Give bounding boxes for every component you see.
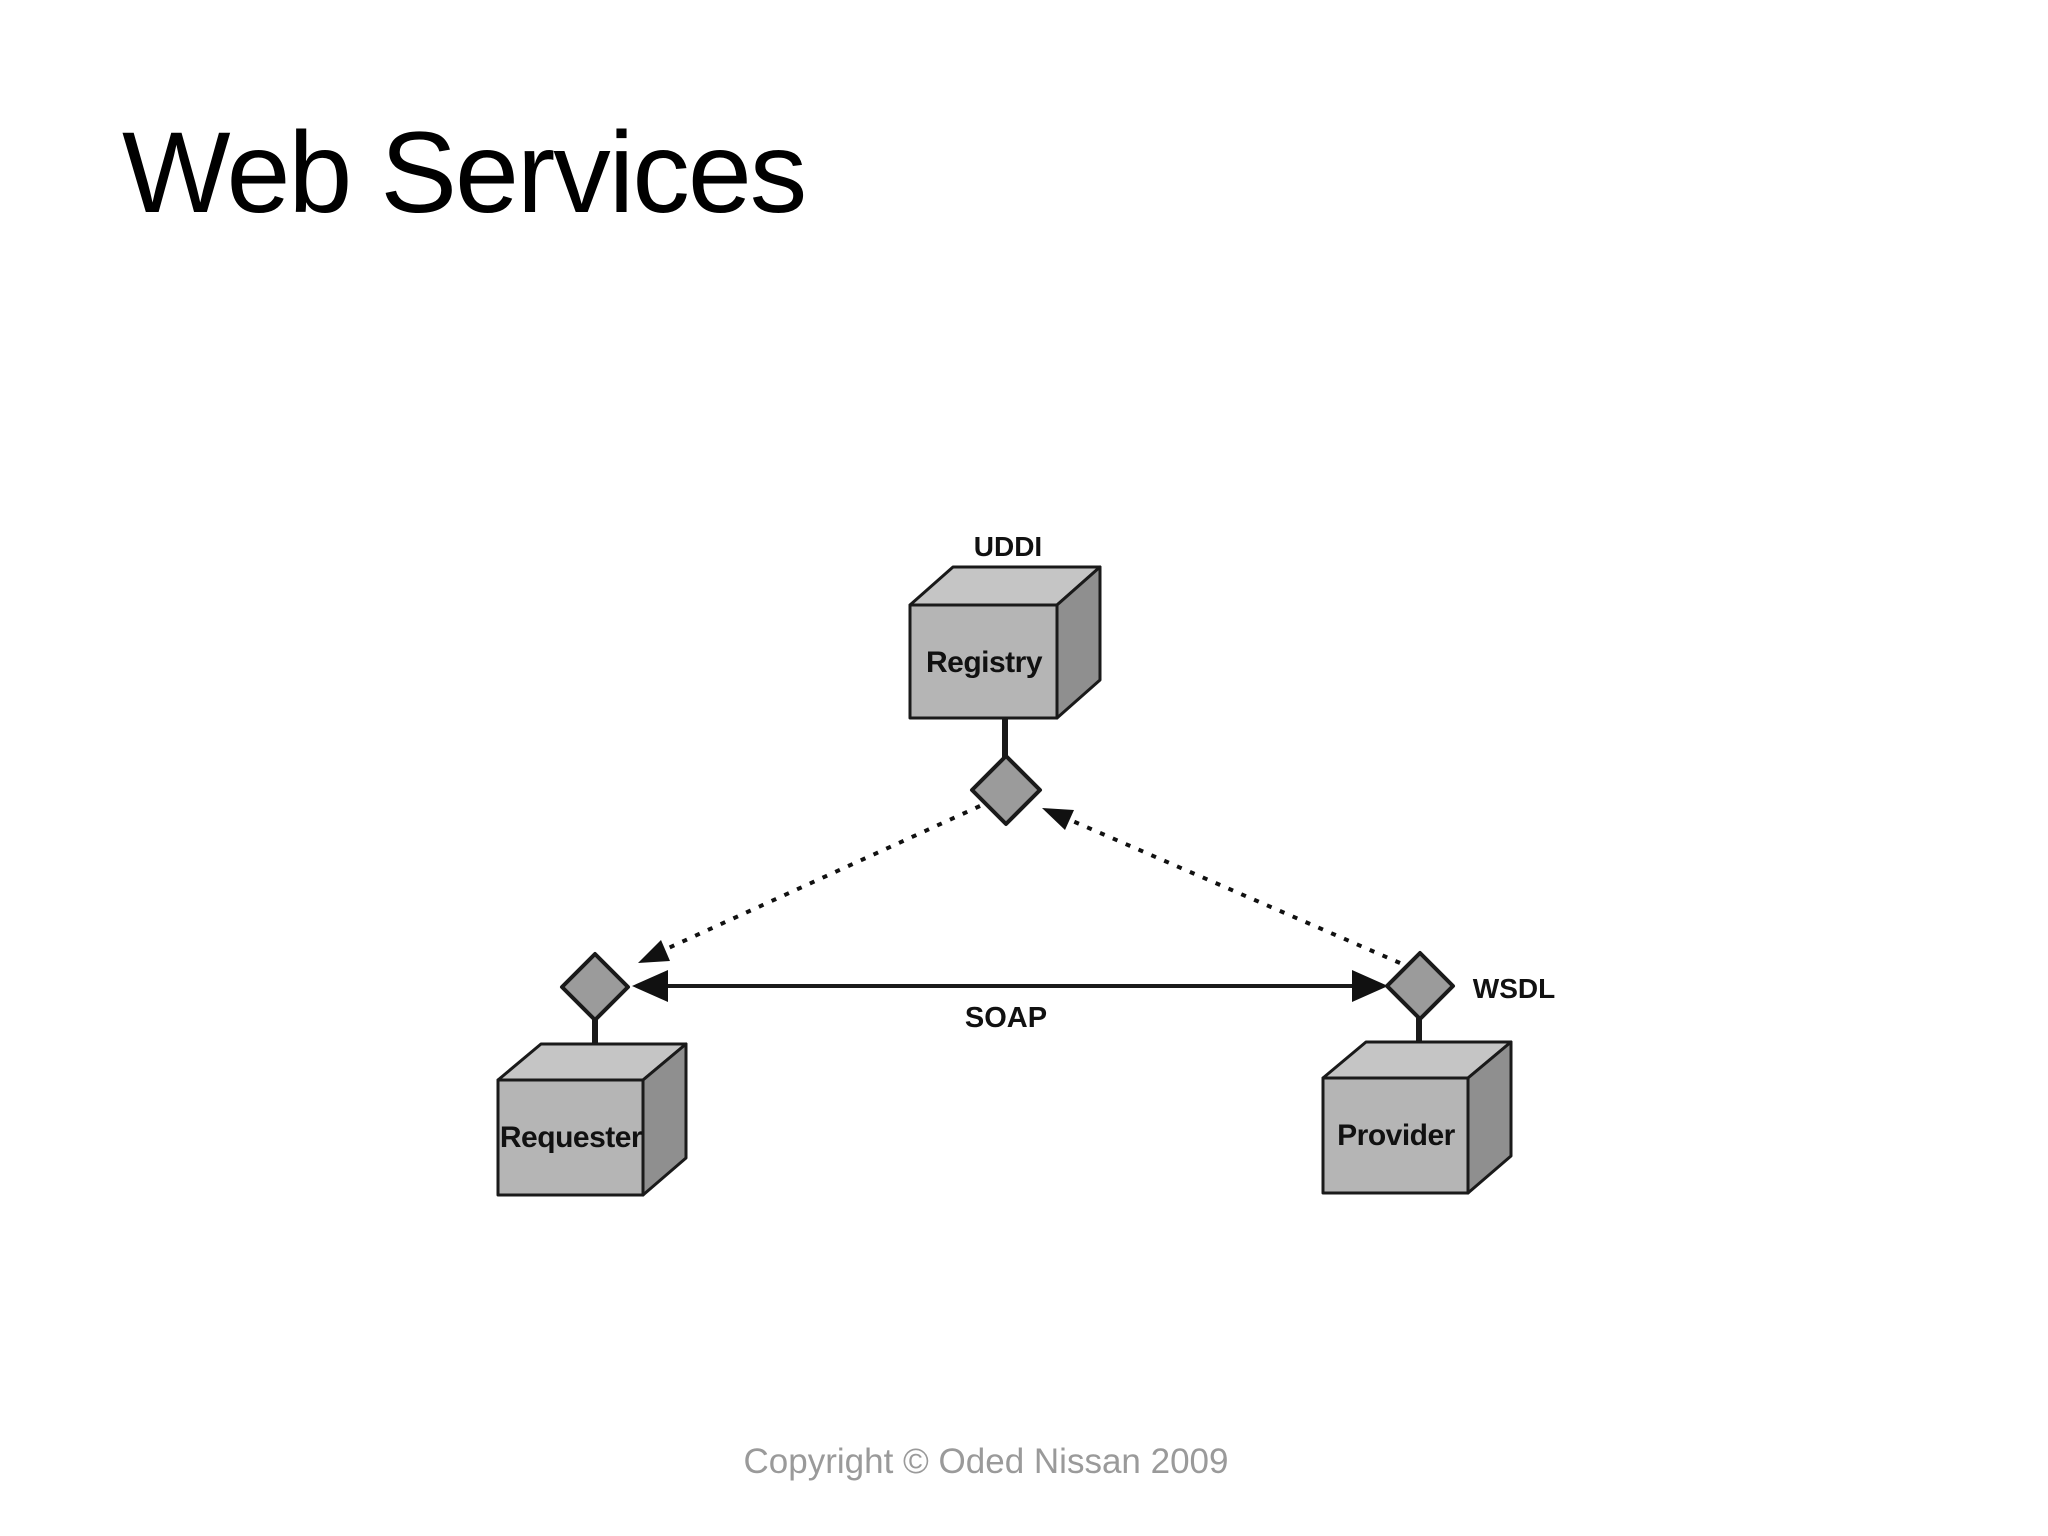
dashed-line xyxy=(663,804,981,952)
soap-label: SOAP xyxy=(965,1002,1047,1034)
requester-diamond xyxy=(560,952,630,1022)
registry-diamond xyxy=(970,754,1042,826)
provider-node: WSDL Provider xyxy=(1321,951,1555,1195)
requester-node: Requester xyxy=(496,952,688,1197)
page-title: Web Services xyxy=(122,109,807,237)
arrowhead-left xyxy=(632,970,668,1002)
dashed-line xyxy=(1067,817,1401,965)
provider-cube-front xyxy=(1321,1076,1470,1195)
edge-soap: SOAP xyxy=(632,970,1388,1034)
wsdl-label: WSDL xyxy=(1473,973,1555,1004)
provider-label: Provider xyxy=(1337,1119,1456,1152)
edge-provider-to-registry xyxy=(1042,808,1401,965)
arrowhead-at-registry xyxy=(1042,808,1074,830)
registry-label: Registry xyxy=(926,646,1043,679)
requester-cube-front xyxy=(496,1078,645,1197)
registry-node: UDDI Registry xyxy=(908,531,1102,826)
edge-registry-to-requester xyxy=(638,804,981,963)
copyright-text: Copyright © Oded Nissan 2009 xyxy=(743,1442,1229,1481)
arrowhead-at-requester xyxy=(638,940,670,963)
uddi-label: UDDI xyxy=(974,531,1042,562)
arrowhead-right xyxy=(1352,970,1388,1002)
requester-label: Requester xyxy=(500,1121,643,1154)
registry-cube-front xyxy=(908,603,1059,720)
